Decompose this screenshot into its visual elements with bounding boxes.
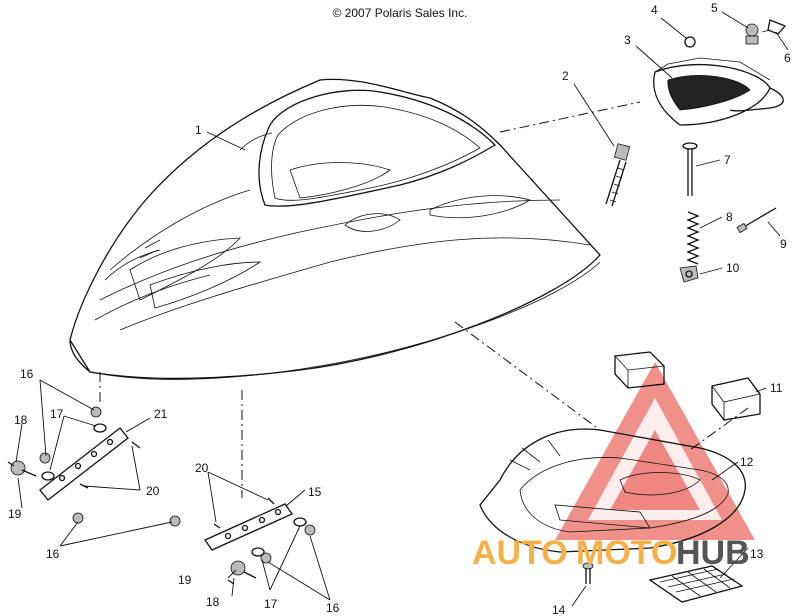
- callout-1: 1: [195, 123, 202, 137]
- callout-18-left: 18: [14, 413, 28, 427]
- hood-part: [69, 78, 601, 380]
- callout-15: 15: [308, 485, 322, 499]
- callout-16-right: 16: [326, 601, 340, 615]
- liner-screw-part: [582, 562, 594, 584]
- callout-17-right: 17: [264, 597, 278, 611]
- callout-2: 2: [562, 69, 569, 83]
- foam-block-upper-part: [614, 351, 665, 389]
- callout-5: 5: [711, 1, 718, 15]
- callout-10: 10: [726, 261, 740, 275]
- callout-13: 13: [750, 547, 764, 561]
- callout-8: 8: [726, 210, 733, 224]
- watermark-auto: AUTO: [472, 534, 568, 572]
- headlight-housing-part: [653, 57, 784, 126]
- screw-part: [736, 207, 777, 234]
- foam-block-part: [711, 377, 761, 421]
- callout-11: 11: [770, 381, 783, 395]
- adjuster-nut-part: [679, 265, 699, 283]
- callout-16-upper-left: 16: [20, 367, 34, 381]
- leader-lines: [15, 11, 789, 607]
- copyright-notice: © 2007 Polaris Sales Inc.: [332, 6, 468, 20]
- callout-6: 6: [784, 51, 791, 65]
- callout-9: 9: [780, 237, 787, 251]
- callout-17-left: 17: [50, 407, 64, 421]
- watermark-text: AUTO MOTO HUB: [472, 534, 750, 572]
- hardware-nuts: [39, 406, 316, 564]
- bulb-part: [745, 23, 759, 45]
- watermark-logo-icon: [555, 362, 755, 540]
- assembly-lines: [99, 101, 749, 498]
- right-hinge-bracket-part: [204, 503, 293, 551]
- bulb-socket-part: [761, 19, 787, 35]
- callout-3: 3: [624, 33, 631, 47]
- callout-19-left: 19: [8, 507, 22, 521]
- callout-12: 12: [740, 455, 754, 469]
- hood-liner-part: [479, 428, 746, 553]
- callout-16-lower-left: 16: [46, 547, 60, 561]
- stud-bolt-part: [605, 143, 631, 207]
- hardware-washers: [41, 423, 307, 557]
- callout-21: 21: [154, 407, 168, 421]
- spring-part: [686, 211, 700, 265]
- adjuster-bolt-part: [682, 142, 698, 196]
- callout-20-left: 20: [146, 484, 160, 498]
- watermark-moto: MOTO: [576, 534, 677, 572]
- watermark-hub: HUB: [676, 534, 750, 572]
- bulb-clip-part: [684, 36, 696, 48]
- left-hinge-bracket-part: [39, 427, 129, 501]
- callout-19-right: 19: [178, 573, 192, 587]
- callout-14: 14: [552, 603, 566, 616]
- callout-18-right: 18: [206, 595, 220, 609]
- callout-4: 4: [651, 3, 658, 17]
- callout-labels: 1 2 3 4 5 6 7 8 9 10 11 12 13 14 15 16 1…: [8, 1, 791, 616]
- callout-20-right: 20: [195, 461, 209, 475]
- callout-7: 7: [724, 153, 731, 167]
- vent-grille-part: [648, 565, 744, 603]
